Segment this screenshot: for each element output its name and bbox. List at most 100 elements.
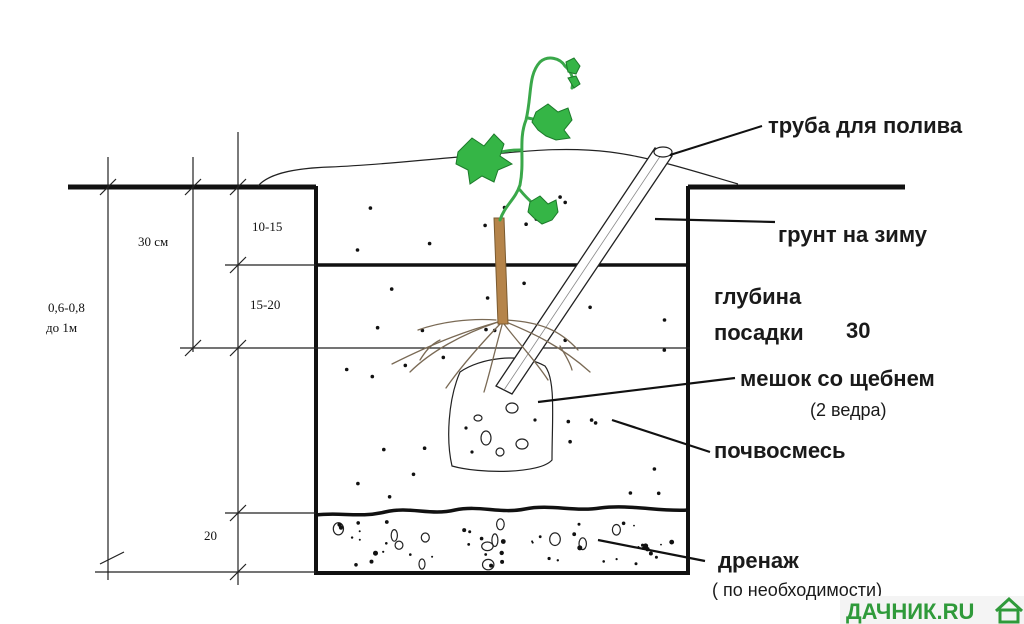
label-soil-mix: почвосмесь	[714, 438, 846, 463]
drainage-pebble	[669, 539, 675, 545]
label-bag: мешок со щебнем	[740, 366, 935, 391]
plant-roots	[391, 318, 591, 393]
soil-dot	[427, 241, 432, 246]
drainage-pebble	[547, 556, 551, 561]
drainage-pebble	[481, 541, 494, 552]
drainage-pebble	[467, 543, 471, 546]
soil-dot	[593, 421, 598, 425]
soil-dot	[356, 481, 360, 486]
dim-total-line1: 0,6-0,8	[48, 300, 85, 315]
drainage-pebble	[500, 559, 505, 564]
plant-leaves	[455, 57, 581, 225]
label-depth-line2: посадки	[714, 320, 804, 345]
soil-dot	[656, 491, 661, 496]
drainage-pebble	[496, 518, 505, 531]
watermark-text: ДАЧНИК.RU	[846, 599, 974, 624]
drainage-pebble	[384, 520, 389, 524]
soil-dot	[628, 491, 633, 495]
drainage-pebble	[489, 563, 494, 568]
soil-dot	[485, 296, 490, 300]
drainage-pebble	[531, 541, 534, 544]
soil-dot	[558, 195, 562, 199]
soil-dot	[522, 281, 526, 286]
label-drainage: дренаж	[718, 548, 799, 573]
drainage-pebble	[556, 559, 559, 562]
drainage-pebble	[409, 553, 412, 556]
drainage-pebble	[431, 555, 434, 558]
drainage-pebble	[350, 536, 354, 539]
drainage-pebble	[382, 550, 385, 553]
drainage-pebble	[611, 523, 622, 536]
label-depth-value: 30	[846, 318, 870, 343]
gravel-bag	[448, 357, 554, 472]
watering-pipe	[495, 146, 673, 395]
drainage-pebble	[394, 540, 404, 550]
label-pipe: труба для полива	[768, 113, 963, 138]
dimension-lines	[95, 132, 690, 585]
soil-dot	[566, 419, 571, 424]
drainage-pebble	[418, 558, 426, 570]
drainage-pebble	[549, 532, 561, 547]
soil-dot	[382, 447, 386, 452]
soil-dot	[563, 200, 567, 205]
drainage-pebble	[615, 558, 618, 561]
drainage-pebble	[577, 522, 581, 526]
house-icon	[994, 596, 1024, 624]
drainage-pebble	[621, 521, 626, 526]
drainage-pebble	[634, 562, 638, 566]
leader-lines	[537, 125, 776, 563]
soil-dot	[411, 472, 416, 477]
drainage-pebble	[373, 550, 378, 556]
drainage-pebble	[633, 524, 635, 527]
dim-mound: 10-15	[252, 219, 282, 234]
drainage-pebble	[420, 532, 430, 543]
plant-stem	[493, 217, 509, 325]
soil-dot	[483, 223, 487, 228]
dim-planting: 15-20	[250, 297, 280, 312]
soil-dot	[652, 467, 657, 471]
soil-dot	[484, 327, 488, 332]
soil-dot	[422, 446, 427, 451]
drainage-pebble	[602, 560, 605, 563]
drainage-pebble	[491, 533, 499, 548]
dim-total-line2: до 1м	[46, 320, 77, 335]
drainage-pebble	[338, 525, 344, 530]
soil-dot	[368, 206, 373, 210]
soil-dot	[524, 222, 528, 226]
drainage-pebble	[479, 536, 484, 541]
drainage-pebble	[660, 543, 662, 546]
drainage-pebble	[648, 551, 653, 556]
soil-dot	[375, 325, 380, 330]
soil-dot	[589, 418, 594, 422]
drainage-pebble	[484, 553, 488, 556]
label-bag-note: (2 ведра)	[810, 400, 887, 420]
soil-dot	[662, 348, 667, 352]
drainage-pebble	[462, 528, 467, 533]
dim-upper: 30 см	[138, 234, 168, 249]
dim-drain: 20	[204, 528, 217, 543]
soil-dot	[588, 305, 592, 310]
soil-dot	[355, 248, 360, 252]
soil-dot	[568, 439, 572, 444]
soil-dot	[387, 495, 392, 499]
drainage-pebbles	[332, 518, 675, 571]
drainage-pebble	[354, 563, 358, 567]
soil-dot	[370, 374, 375, 379]
drainage-pebble	[356, 521, 361, 525]
soil-dot	[403, 363, 408, 368]
label-drainage-note: ( по необходимости)	[712, 580, 882, 600]
soil-texture	[344, 195, 667, 499]
drainage-top-line	[315, 505, 689, 517]
drainage-pebble	[577, 545, 583, 551]
drainage-pebble	[358, 530, 361, 533]
label-depth-line1: глубина	[714, 284, 802, 309]
drainage-pebble	[572, 532, 577, 537]
drainage-pebble	[358, 538, 361, 541]
drainage-pebble	[385, 542, 388, 545]
drainage-pebble	[500, 539, 506, 544]
drainage-pebble	[468, 530, 472, 534]
pit-walls	[314, 186, 690, 575]
drainage-pebble	[369, 559, 374, 564]
drainage-pebble	[538, 535, 542, 539]
